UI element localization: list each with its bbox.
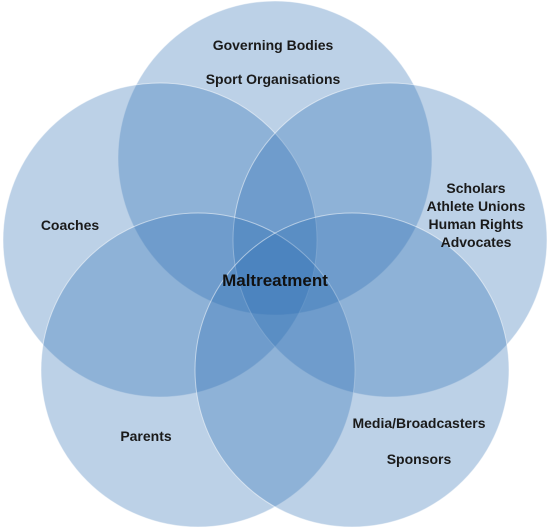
center-label: Maltreatment [222,271,328,290]
label-sport-organisations: Sport Organisations [206,71,341,87]
label-sponsors: Sponsors [387,451,452,467]
circle-right [232,82,548,398]
label-scholars: Scholars [446,180,505,196]
label-advocates: Advocates [441,234,512,250]
label-governing-bodies: Governing Bodies [213,37,334,53]
circle-bottom-right [194,212,510,528]
circle-bottom-left [40,212,356,528]
label-coaches: Coaches [41,217,100,233]
circle-top [117,0,433,316]
label-human-rights: Human Rights [429,216,524,232]
label-media-broadcasters: Media/Broadcasters [352,415,485,431]
label-parents: Parents [120,428,172,444]
label-athlete-unions: Athlete Unions [427,198,526,214]
circle-left [2,82,318,398]
